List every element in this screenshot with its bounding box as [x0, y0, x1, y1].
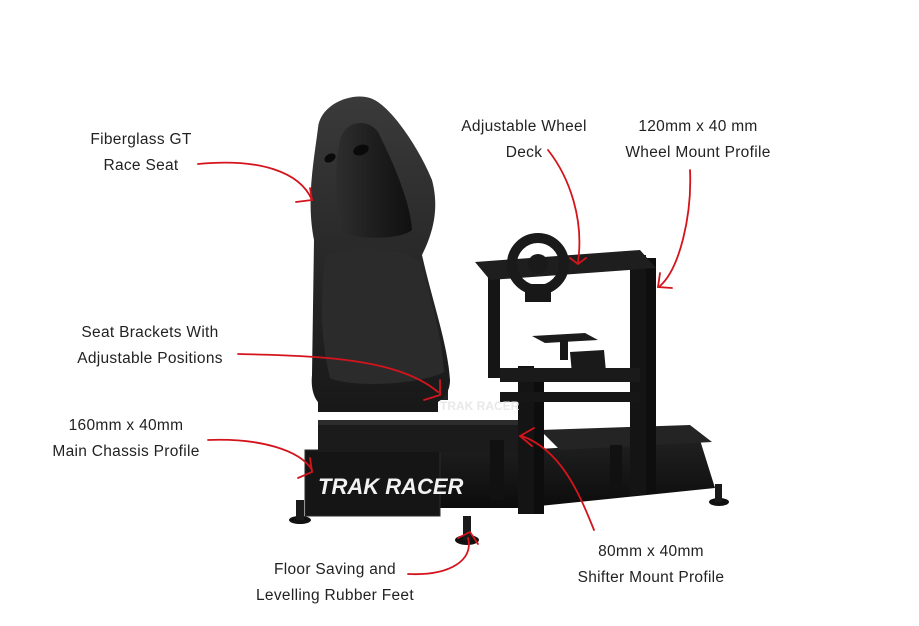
label-wheel-mount: 120mm x 40 mm Wheel Mount Profile [608, 114, 788, 166]
label-main-chassis-line2: Main Chassis Profile [52, 443, 200, 460]
arrowhead-wheel-deck [569, 257, 587, 266]
label-wheel-mount-line2: Wheel Mount Profile [625, 144, 771, 161]
race-seat: TRAK RACER [310, 96, 520, 413]
label-race-seat: Fiberglass GT Race Seat [66, 127, 216, 179]
arrow-wheel-mount [659, 169, 692, 287]
arrowhead-main-chassis [297, 457, 313, 479]
label-shifter-mount: 80mm x 40mm Shifter Mount Profile [560, 539, 742, 591]
label-main-chassis-line1: 160mm x 40mm [68, 417, 184, 434]
arrowhead-rubber-feet [457, 530, 479, 545]
rubber-feet [289, 484, 729, 545]
arrow-wheel-deck [547, 149, 581, 263]
label-race-seat-line2: Race Seat [103, 157, 179, 174]
shifter-plate [532, 333, 606, 374]
label-wheel-mount-line1: 120mm x 40 mm [638, 118, 758, 135]
arrow-seat-brackets [237, 353, 439, 393]
chassis-logo-text: TRAK RACER [318, 474, 464, 499]
label-wheel-deck: Adjustable Wheel Deck [449, 114, 599, 166]
arrow-rubber-feet [407, 537, 470, 575]
label-seat-brackets-line2: Adjustable Positions [77, 350, 223, 367]
label-wheel-deck-line1: Adjustable Wheel [461, 118, 587, 135]
main-chassis [304, 420, 715, 517]
label-rubber-feet-line2: Levelling Rubber Feet [256, 587, 414, 604]
seat-logo-text: TRAK RACER [440, 399, 520, 413]
arrowhead-shifter-mount [518, 427, 535, 447]
label-rubber-feet-line1: Floor Saving and [274, 561, 396, 578]
label-rubber-feet: Floor Saving and Levelling Rubber Feet [238, 557, 432, 609]
label-shifter-mount-line1: 80mm x 40mm [598, 543, 704, 560]
label-seat-brackets-line1: Seat Brackets With [81, 324, 219, 341]
label-main-chassis: 160mm x 40mm Main Chassis Profile [40, 413, 212, 465]
label-race-seat-line1: Fiberglass GT [90, 131, 192, 148]
label-seat-brackets: Seat Brackets With Adjustable Positions [60, 320, 240, 372]
arrow-shifter-mount [521, 435, 595, 531]
callout-arrows [197, 149, 692, 575]
arrow-main-chassis [207, 438, 313, 471]
arrow-race-seat [197, 161, 313, 201]
label-wheel-deck-line2: Deck [505, 144, 543, 161]
arrowhead-seat-brackets [423, 379, 441, 401]
steering-wheel-plate [507, 233, 569, 302]
label-shifter-mount-line2: Shifter Mount Profile [577, 569, 725, 586]
arrowhead-race-seat [295, 187, 314, 203]
arrowhead-wheel-mount [656, 272, 673, 289]
